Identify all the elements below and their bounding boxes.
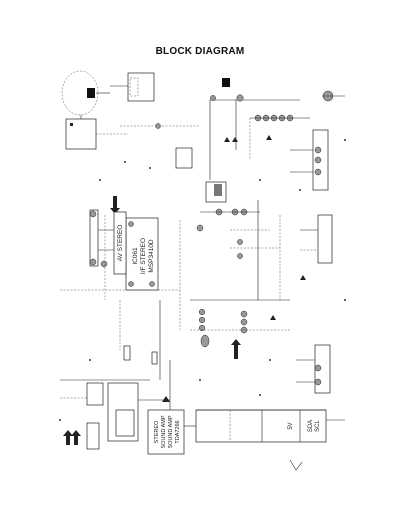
- right-connectors: [290, 129, 333, 394]
- amp-label-stereo: STEREO: [154, 420, 160, 443]
- msp-label-if: I/F STEREO: [140, 238, 147, 274]
- av-stereo-block: AV STEREO: [113, 211, 127, 275]
- ic061-msp3410d: IC061 I/F STEREO MSP3410D: [125, 217, 159, 291]
- bus-label-scl: SCL: [315, 420, 321, 432]
- misc-ticks: [59, 139, 346, 421]
- amp-label-sound2: SOUND AMP: [168, 415, 174, 448]
- sound-amp-tda7266: STEREO SOUND AMP SOUND AMP TDA7266: [147, 409, 185, 455]
- msp-label-ic: IC061: [132, 247, 139, 265]
- page-title: BLOCK DIAGRAM: [155, 46, 245, 57]
- bus-label-5v: 5V: [288, 422, 294, 429]
- lower-left-components: [60, 360, 171, 450]
- amp-label-part: TDA7266: [175, 420, 181, 443]
- bus-label-sda: SDA: [308, 420, 314, 432]
- av-stereo-label: AV STEREO: [117, 225, 124, 262]
- amp-label-sound1: SOUND AMP: [161, 415, 167, 448]
- middle-components: [175, 147, 306, 359]
- tuner-block: [61, 70, 155, 150]
- bus-bar: 5V SDA SCL: [184, 409, 345, 471]
- msp-label-part: MSP3410D: [148, 239, 155, 273]
- top-center-components: [120, 78, 345, 180]
